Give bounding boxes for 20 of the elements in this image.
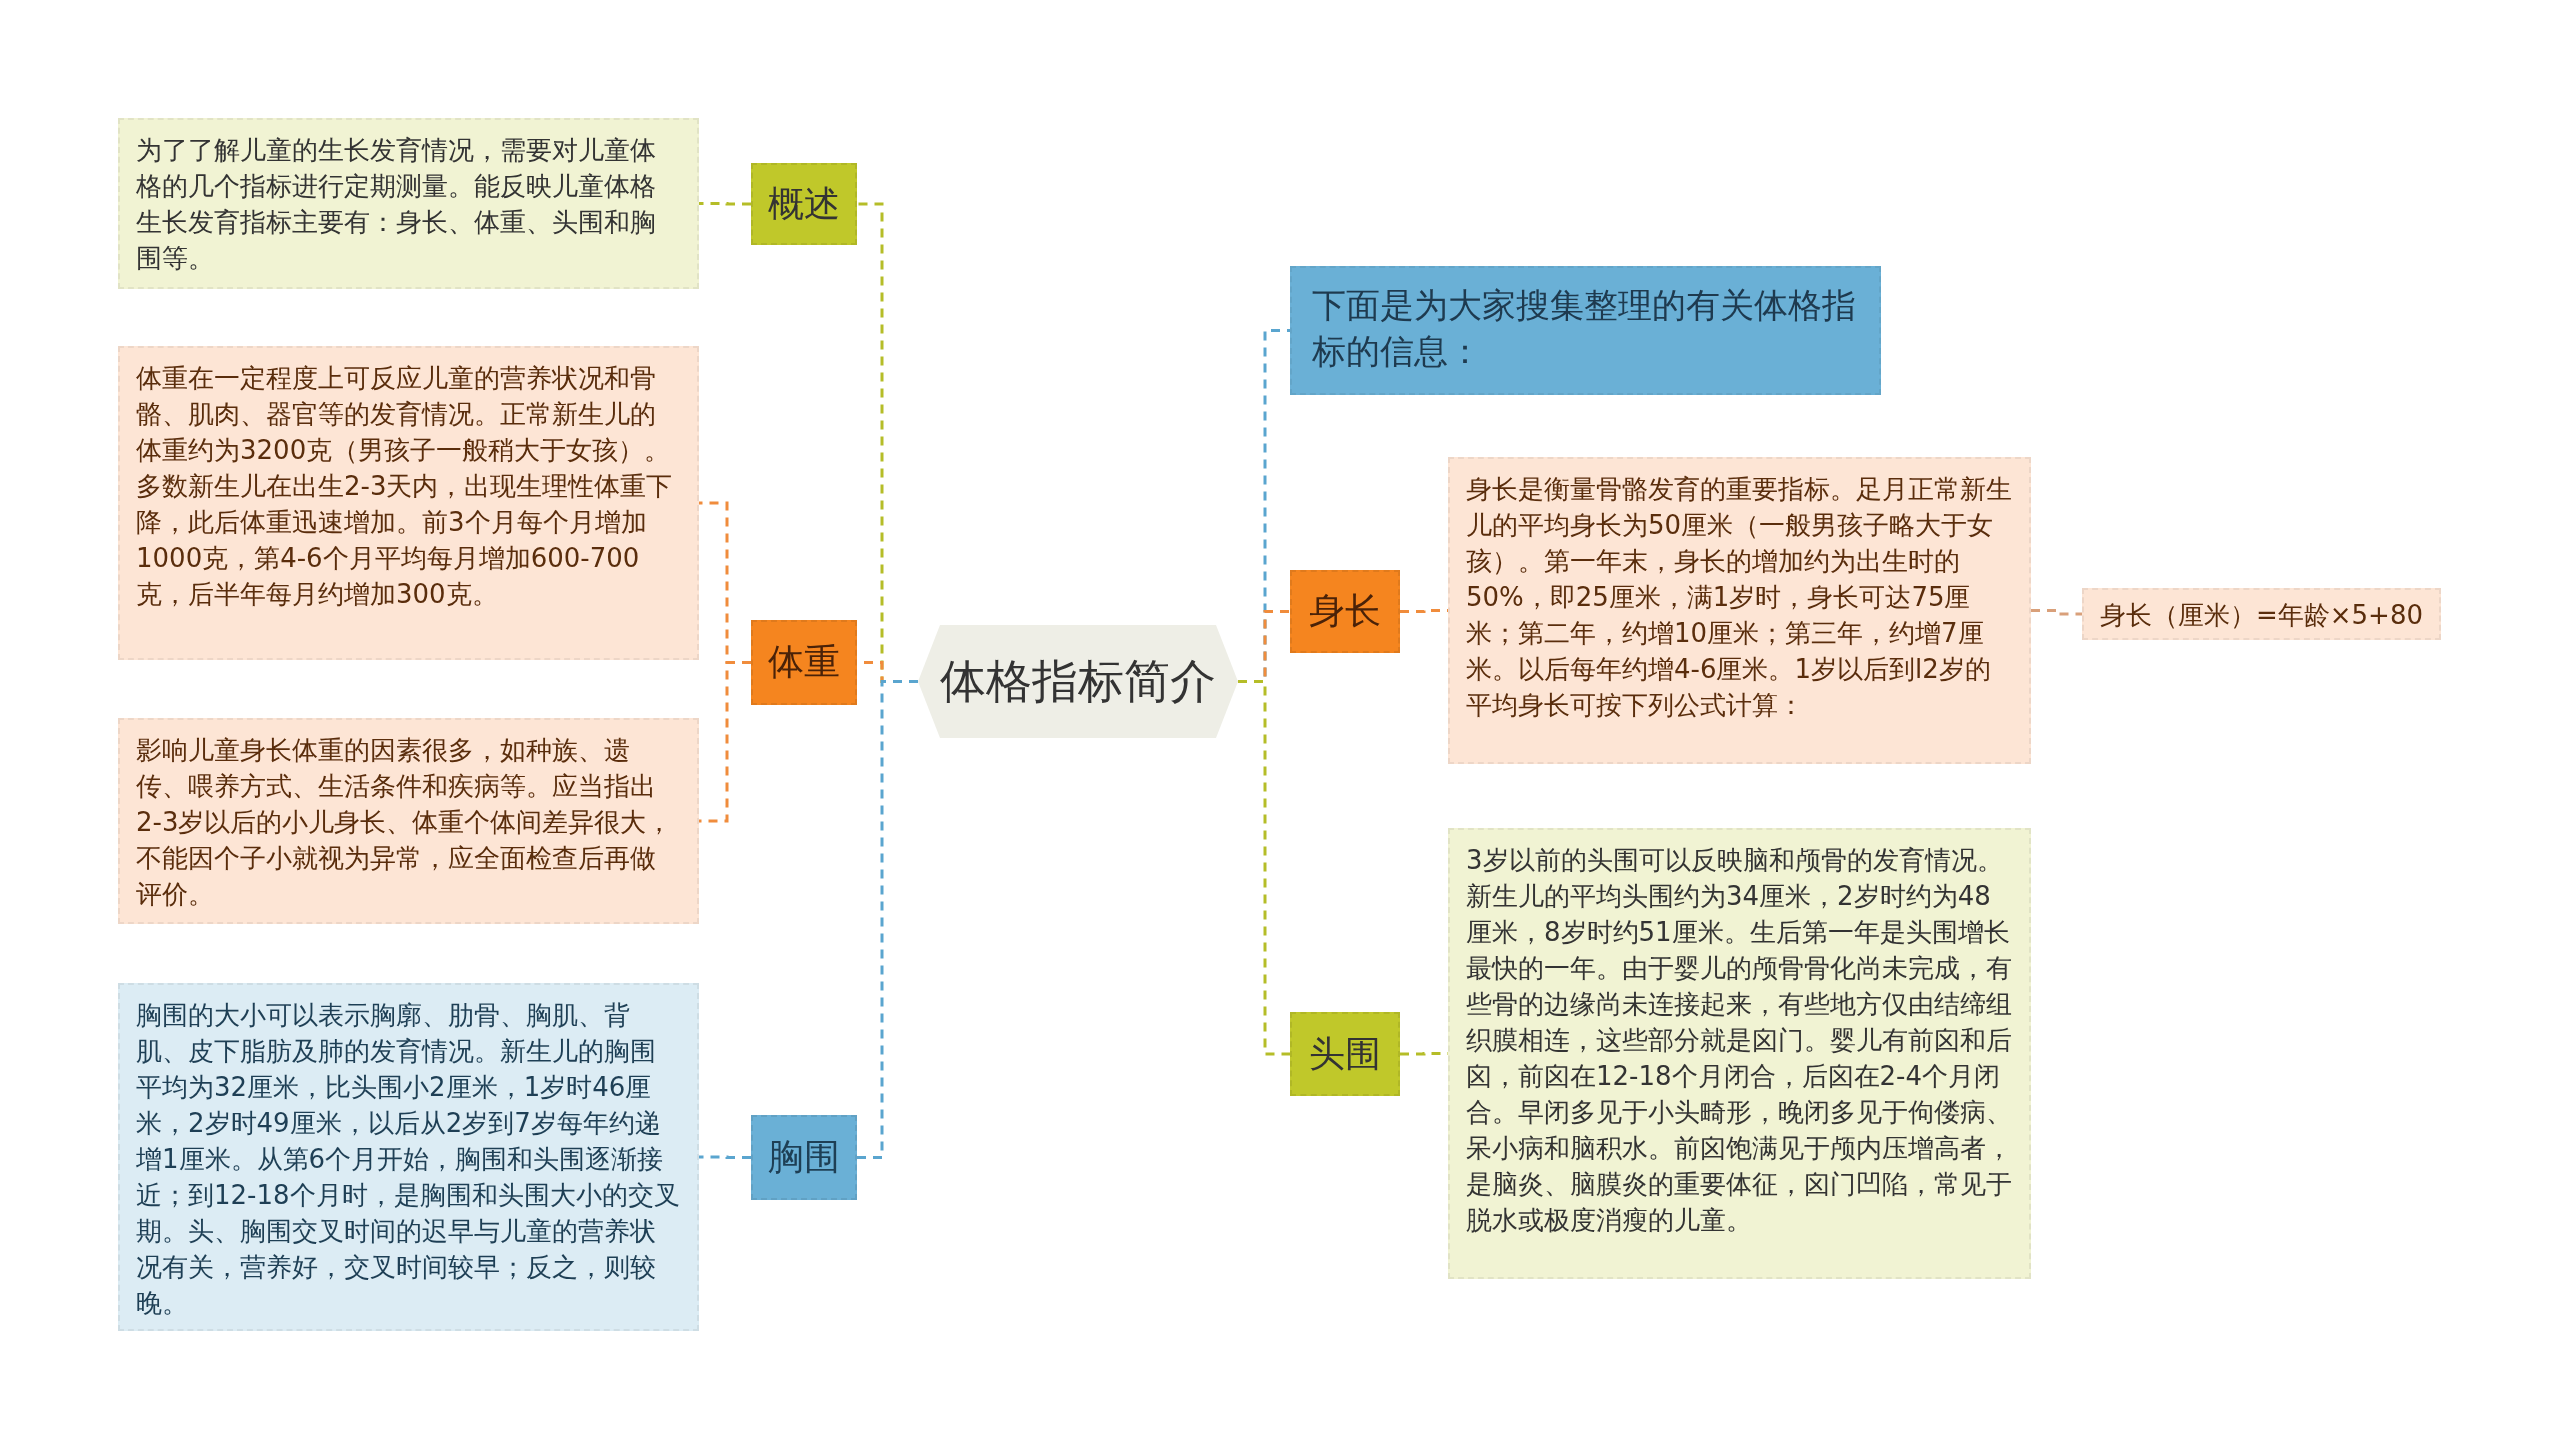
topic-box: 头围 xyxy=(1290,1012,1400,1096)
connector xyxy=(2031,609,2082,616)
note-box: 身长是衡量骨骼发育的重要指标。足月正常新生儿的平均身长为50厘米（一般男孩子略大于女孩）。第一年末，身长的增加约为出生时的50%，即25厘米，满1岁时，身长可达75厘米；第二年，约增10厘米；第三年，约增7厘米。以后每年约增4-6厘米。1岁以后到l2岁的平均身长可按下列公式计算： xyxy=(1448,457,2031,764)
formula-box: 身长（厘米）=年龄×5+80 xyxy=(2082,588,2441,640)
note-box: 为了了解儿童的生长发育情况，需要对儿童体格的几个指标进行定期测量。能反映儿童体格生长发育指标主要有：身长、体重、头围和胸围等。 xyxy=(118,118,699,289)
topic-box: 体重 xyxy=(751,620,857,705)
connector xyxy=(699,202,751,206)
note-box: 3岁以前的头围可以反映脑和颅骨的发育情况。新生儿的平均头围约为34厘米，2岁时约为48厘米，8岁时约51厘米。生后第一年是头围增长最快的一年。由于婴儿的颅骨骨化尚未完成，有些骨的边缘尚未连接起来，有些地方仅由结缔组织膜相连，这些部分就是囟门。婴儿有前囟和后囟，前囟在12-18个月闭合，后囟在2-4个月闭合。早闭多见于小头畸形，晚闭多见于佝偻病、呆小病和脑积水。前囟饱满见于颅内压增高者，是脑炎、脑膜炎的重要体征，囟门凹陷，常见于脱水或极度消瘦的儿童。 xyxy=(1448,828,2031,1279)
connector xyxy=(699,1155,751,1159)
connector xyxy=(857,680,918,1159)
topic-box: 概述 xyxy=(751,163,857,245)
connector xyxy=(1238,680,1290,1056)
intro-box: 下面是为大家搜集整理的有关体格指标的信息： xyxy=(1290,266,1881,395)
central-topic: 体格指标简介 xyxy=(918,625,1238,738)
topic-box: 胸围 xyxy=(751,1115,857,1200)
topic-box: 身长 xyxy=(1290,570,1400,653)
note-box: 胸围的大小可以表示胸廓、肋骨、胸肌、背肌、皮下脂肪及肺的发育情况。新生儿的胸围平均为32厘米，比头围小2厘米，1岁时46厘米，2岁时49厘米，以后从2岁到7岁每年约递增1厘米。从第6个月开始，胸围和头围逐渐接近；到12-18个月时，是胸围和头围大小的交叉期。头、胸围交叉时间的迟早与儿童的营养状况有关，营养好，交叉时间较早；反之，则较晚。 xyxy=(118,983,699,1331)
note-box: 体重在一定程度上可反应儿童的营养状况和骨骼、肌肉、器官等的发育情况。正常新生儿的体重约为3200克（男孩子一般稍大于女孩）。多数新生儿在出生2-3天内，出现生理性体重下降，此后体重迅速增加。前3个月每个月增加1000克，第4-6个月平均每月增加600-700克，后半年每月约增加300克。 xyxy=(118,346,699,660)
connector xyxy=(699,661,751,823)
note-box: 影响儿童身长体重的因素很多，如种族、遗传、喂养方式、生活条件和疾病等。应当指出2-3岁以后的小儿身长、体重个体间差异很大，不能因个子小就视为异常，应全面检查后再做评价。 xyxy=(118,718,699,924)
